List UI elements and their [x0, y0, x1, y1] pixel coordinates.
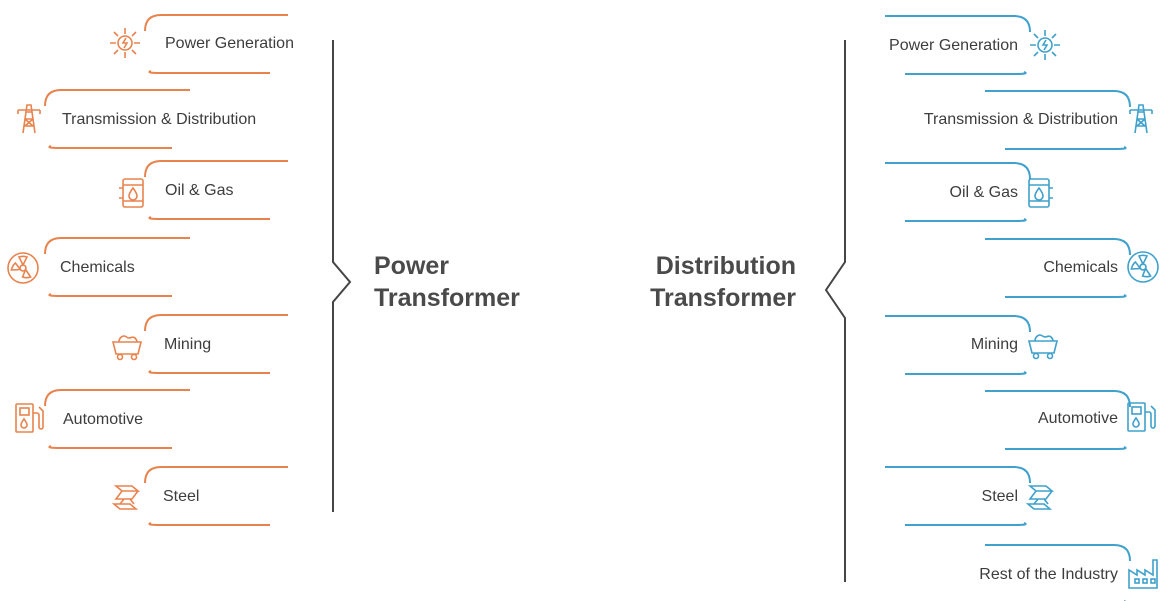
right-connector-bottom-0: [905, 71, 1027, 75]
left-connector-top-6: [144, 466, 288, 484]
right-item-steel: Steel: [981, 488, 1018, 505]
right-item-chemicals: Chemicals: [1043, 259, 1118, 276]
sun-power-icon: [108, 26, 142, 60]
left-connector-top-1: [44, 89, 190, 107]
left-connector-bottom-3: [48, 293, 172, 297]
left-item-chemicals: Chemicals: [60, 259, 135, 276]
right-connector-top-0: [885, 15, 1031, 33]
left-item-automotive: Automotive: [63, 411, 144, 428]
left-item-steel: Steel: [163, 488, 200, 505]
left-connector-top-2: [144, 160, 288, 178]
right-connector-top-7: [985, 544, 1131, 562]
right-connector-bottom-1: [1005, 146, 1127, 150]
right-group-title: Distribution Transformer: [626, 250, 796, 314]
right-connector-top-5: [985, 390, 1131, 408]
right-group-title-line2: Transformer: [650, 284, 796, 312]
right-connector-top-2: [885, 162, 1031, 180]
right-connector-top-6: [885, 466, 1031, 484]
left-connector-bottom-2: [148, 216, 270, 220]
factory-icon: [1126, 556, 1160, 590]
transmission-tower-icon: [1124, 101, 1158, 135]
radiation-icon: [1126, 250, 1160, 284]
left-item-transmission-distribution: Transmission & Distribution: [62, 111, 257, 128]
left-group-title: Power Transformer: [374, 250, 520, 314]
oil-barrel-icon: [116, 176, 150, 210]
fuel-pump-icon: [1124, 400, 1158, 434]
right-item-mining: Mining: [970, 336, 1018, 353]
right-group-brace: [824, 40, 846, 582]
right-item-automotive: Automotive: [1037, 410, 1118, 427]
right-connector-top-1: [985, 90, 1131, 108]
sun-power-icon: [1028, 28, 1062, 62]
right-connector-bottom-6: [905, 522, 1027, 526]
steel-beam-icon: [110, 480, 144, 514]
left-connector-top-3: [44, 237, 190, 255]
oil-barrel-icon: [1022, 176, 1056, 210]
right-connector-bottom-2: [905, 218, 1027, 222]
left-group-title-line2: Transformer: [374, 284, 520, 312]
left-group-title-line1: Power: [374, 252, 450, 280]
left-connector-top-0: [144, 14, 288, 32]
mining-cart-icon: [1026, 327, 1060, 361]
left-connector-top-4: [144, 314, 288, 332]
mining-cart-icon: [110, 328, 144, 362]
left-connector-bottom-4: [148, 370, 270, 374]
left-item-power-generation: Power Generation: [165, 35, 294, 52]
left-connector-bottom-1: [48, 145, 172, 149]
right-connector-bottom-3: [1005, 294, 1127, 298]
transmission-tower-icon: [12, 101, 46, 135]
right-item-oil-gas: Oil & Gas: [949, 184, 1018, 201]
left-connector-top-5: [44, 389, 190, 407]
left-item-oil-gas: Oil & Gas: [165, 182, 234, 199]
left-connector-bottom-6: [148, 522, 270, 526]
radiation-icon: [6, 251, 40, 285]
left-connector-bottom-5: [48, 445, 172, 449]
right-item-power-generation: Power Generation: [889, 37, 1018, 54]
right-connector-top-3: [985, 238, 1131, 256]
fuel-pump-icon: [12, 401, 46, 435]
steel-beam-icon: [1024, 480, 1058, 514]
left-item-mining: Mining: [164, 336, 212, 353]
right-item-rest-of-industry: Rest of the Industry: [979, 566, 1118, 583]
right-group-title-line1: Distribution: [655, 252, 796, 280]
right-connector-bottom-5: [1005, 446, 1127, 450]
left-connector-bottom-0: [148, 70, 270, 74]
right-connector-bottom-4: [905, 371, 1027, 375]
left-group-brace: [332, 40, 352, 512]
right-item-transmission-distribution: Transmission & Distribution: [923, 111, 1118, 128]
right-connector-top-4: [885, 315, 1031, 333]
